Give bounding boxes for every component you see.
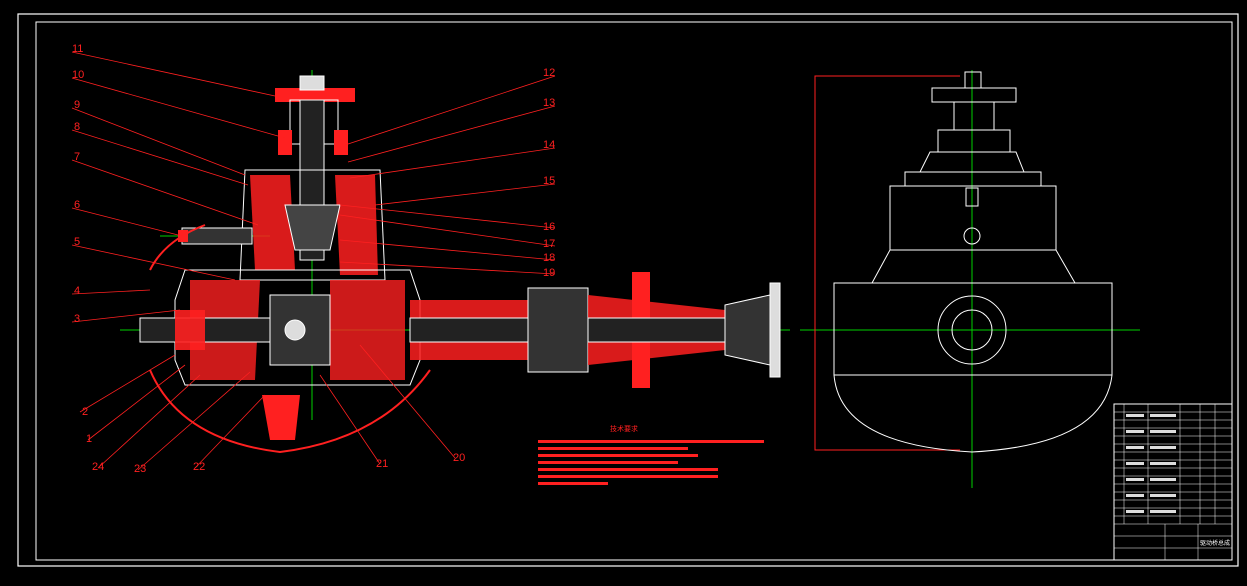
carrier-plug — [963, 227, 981, 245]
part-number-labels: 11 10 9 8 7 6 5 4 3 2 1 24 23 22 21 20 1… — [72, 43, 555, 475]
pinion-nut — [299, 75, 325, 91]
ring-gear — [262, 395, 300, 440]
input-flange — [275, 88, 355, 102]
pinion-gear — [284, 204, 341, 251]
note-line-4 — [538, 461, 678, 464]
part-number-2: 2 — [82, 406, 88, 418]
part-number-15: 15 — [543, 175, 555, 187]
housing-band — [904, 171, 1042, 187]
neck — [953, 101, 995, 131]
part-number-11: 11 — [72, 43, 83, 55]
parts-list-grid — [1114, 404, 1232, 560]
part-number-12: 12 — [543, 67, 555, 79]
part-number-21: 21 — [376, 458, 388, 470]
outer-frame — [17, 13, 1239, 567]
note-line-3 — [538, 454, 698, 457]
leader-lines — [71, 51, 556, 471]
part-number-1: 1 — [86, 433, 92, 445]
housing-bowl-upper — [149, 224, 206, 271]
wheel-flange — [769, 282, 781, 378]
note-line-5 — [538, 468, 718, 471]
axle-bore-inner — [951, 309, 993, 351]
note-line-1 — [538, 440, 764, 443]
note-line-2 — [538, 447, 688, 450]
carrier-hatch-right — [330, 280, 405, 380]
part-number-3: 3 — [74, 313, 80, 325]
parts-list-text-blocks — [1126, 414, 1176, 513]
part-number-18: 18 — [543, 252, 555, 264]
axle-housing-box — [833, 282, 1113, 376]
left-axle-bearing — [175, 310, 205, 350]
inner-frame — [35, 21, 1233, 561]
part-number-19: 19 — [543, 267, 555, 279]
top-nut — [964, 71, 982, 89]
top-flange — [931, 87, 1017, 103]
part-number-6: 6 — [74, 199, 80, 211]
outer-shaft — [587, 317, 729, 343]
part-number-14: 14 — [543, 139, 555, 151]
part-number-10: 10 — [72, 69, 84, 81]
axle-bore-outer — [937, 295, 1007, 365]
part-number-5: 5 — [74, 236, 80, 248]
part-number-22: 22 — [193, 461, 205, 473]
title-block-label: 驱动桥总成 — [1200, 539, 1230, 547]
bearing-left-upper — [278, 130, 292, 155]
dimension-outline — [814, 75, 960, 451]
wheel-flange-hub — [724, 294, 771, 366]
right-axle-shaft — [409, 317, 536, 343]
carrier-body — [889, 185, 1057, 251]
part-number-7: 7 — [74, 151, 80, 163]
part-number-17: 17 — [543, 238, 555, 250]
housing-wall-right — [335, 175, 378, 275]
part-number-23: 23 — [134, 463, 146, 475]
part-number-8: 8 — [74, 121, 80, 133]
technical-notes: 技术要求 — [538, 424, 764, 485]
section-view — [120, 70, 790, 454]
notes-title: 技术要求 — [610, 424, 638, 433]
part-number-24: 24 — [92, 461, 104, 473]
bearing-right-upper — [334, 130, 348, 155]
carrier-skirt — [871, 249, 1076, 284]
bearing-cap — [937, 129, 1011, 153]
part-number-9: 9 — [74, 99, 80, 111]
note-line-7 — [538, 482, 608, 485]
carrier-bolt — [965, 187, 979, 207]
part-number-20: 20 — [453, 452, 465, 464]
title-block: 驱动桥总成 — [1113, 403, 1233, 561]
part-number-4: 4 — [74, 285, 80, 297]
part-number-16: 16 — [543, 221, 555, 233]
housing-wall-left — [250, 175, 295, 270]
title-block-frame — [1113, 403, 1233, 561]
hub-bearing — [527, 287, 589, 373]
part-number-13: 13 — [543, 97, 555, 109]
end-view — [800, 70, 1140, 488]
housing-bowl-end — [833, 374, 1113, 453]
housing-bowl — [149, 369, 431, 454]
note-line-6 — [538, 475, 718, 478]
spider-gear — [284, 319, 306, 341]
